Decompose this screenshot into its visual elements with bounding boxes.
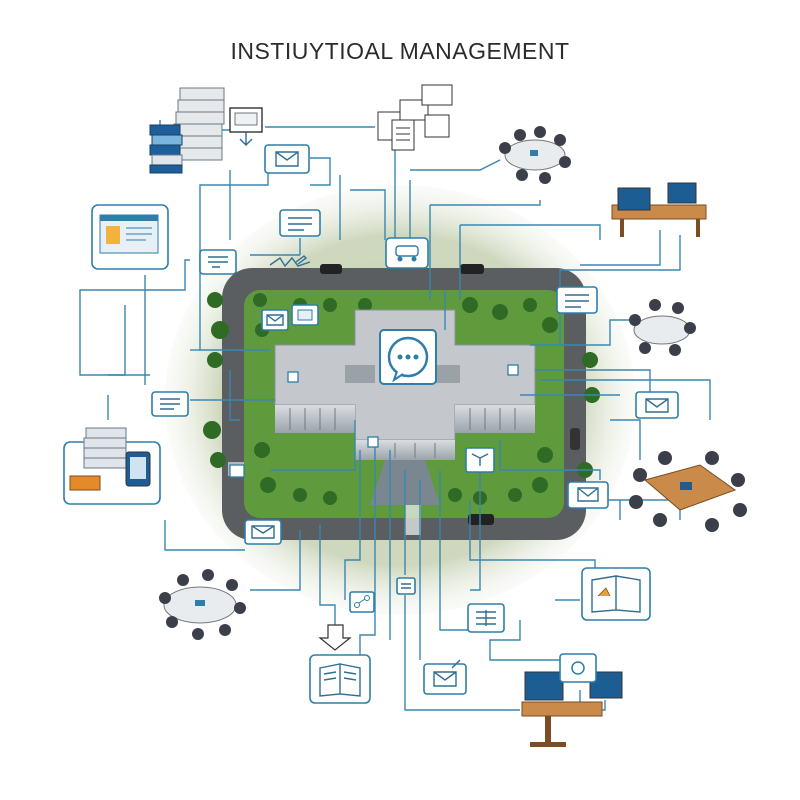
file-server-icon xyxy=(63,427,161,505)
inbox-icon[interactable] xyxy=(244,519,282,545)
meeting-group-icon xyxy=(499,126,571,184)
message-bubble-icon[interactable] xyxy=(556,286,598,314)
central-chat-hub-icon[interactable] xyxy=(379,329,437,385)
chat-documents-icon xyxy=(377,84,453,151)
workstation-icon xyxy=(611,182,707,237)
transport-window-icon[interactable] xyxy=(199,249,237,275)
vehicle-icon[interactable] xyxy=(385,237,429,269)
building-mail-icon[interactable] xyxy=(261,309,289,331)
signature-icon xyxy=(269,255,311,268)
meeting-group-left-icon xyxy=(159,569,246,640)
book-icon[interactable] xyxy=(581,567,651,621)
connector-network xyxy=(79,120,711,711)
document-stack-icon xyxy=(149,87,225,174)
network-map-icon[interactable] xyxy=(465,447,495,473)
monitor-download-icon xyxy=(229,107,263,146)
diagram-title: INSTIUYTIOAL MANAGEMENT xyxy=(230,38,570,64)
document-icon[interactable] xyxy=(151,391,189,417)
list-document-icon[interactable] xyxy=(467,603,505,633)
download-arrow-icon xyxy=(318,624,352,651)
email-right-icon[interactable] xyxy=(635,391,679,419)
building-nodes xyxy=(229,364,519,478)
message-window-icon[interactable] xyxy=(279,209,321,237)
building-card-icon[interactable] xyxy=(291,304,319,326)
campus-trees xyxy=(203,292,600,505)
network-share-icon[interactable] xyxy=(349,591,375,613)
workstation-bottom-icon xyxy=(521,653,623,747)
meeting-table-icon xyxy=(629,451,747,532)
presentation-window-icon[interactable] xyxy=(91,204,169,270)
meeting-group-right-icon xyxy=(629,299,696,356)
email-lower-icon[interactable] xyxy=(567,481,609,509)
email-icon[interactable] xyxy=(264,144,310,174)
open-book-icon[interactable] xyxy=(309,654,371,704)
small-document-icon[interactable] xyxy=(396,577,416,595)
email-bottom-icon[interactable] xyxy=(423,659,467,695)
